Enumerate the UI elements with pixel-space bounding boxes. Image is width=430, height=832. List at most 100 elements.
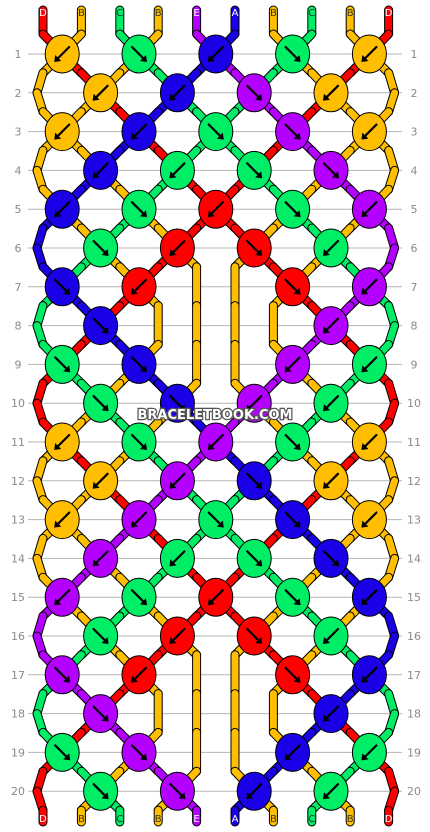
arrowhead-icon (323, 637, 330, 644)
arrow-down-right-icon (284, 511, 300, 527)
arrow-down-left-icon (362, 201, 378, 217)
arrowhead-icon (361, 132, 369, 140)
arrowhead-icon (169, 637, 177, 644)
arrow-down-right-icon (92, 317, 108, 333)
arrow-down-left-icon (170, 550, 186, 566)
arrowhead-icon (63, 287, 71, 295)
arrow-down-right-icon (207, 511, 223, 527)
arrowhead-icon (140, 443, 147, 450)
strand-label-bottom: A (232, 814, 239, 825)
arrowhead-icon (54, 443, 62, 450)
arrow-down-right-icon (246, 239, 262, 256)
arrowhead-icon (140, 55, 147, 62)
arrow-down-left-icon (170, 239, 186, 256)
arrowhead-icon (131, 520, 138, 528)
arrowhead-icon (323, 481, 330, 489)
strand-label-bottom: D (385, 814, 393, 825)
arrowhead-icon (323, 249, 330, 256)
row-label-right: 5 (411, 203, 418, 216)
row-label-right: 12 (407, 475, 421, 488)
arrowhead-icon (361, 210, 369, 218)
arrowhead-icon (255, 93, 263, 101)
row-label-left: 15 (11, 591, 25, 604)
strand-label-top: B (270, 8, 277, 19)
arrowhead-icon (207, 210, 215, 218)
arrow-down-right-icon (207, 123, 223, 139)
row-label-right: 11 (407, 436, 421, 449)
arrowhead-icon (101, 714, 109, 722)
arrowhead-icon (140, 365, 147, 373)
row-label-left: 3 (15, 126, 22, 139)
arrow-down-right-icon (284, 123, 300, 139)
strand-label-top: B (155, 8, 162, 19)
arrow-down-right-icon (246, 472, 262, 488)
arrowhead-icon (284, 365, 292, 373)
arrow-down-left-icon (170, 162, 186, 178)
row-label-left: 13 (11, 514, 25, 527)
arrowhead-icon (101, 326, 109, 334)
arrow-down-left-icon (55, 589, 71, 605)
arrow-down-left-icon (131, 123, 148, 139)
arrow-down-right-icon (92, 239, 108, 256)
arrow-down-left-icon (285, 356, 301, 372)
arrow-down-right-icon (246, 550, 262, 566)
row-label-left: 5 (15, 203, 22, 216)
strand-label-bottom: B (78, 814, 85, 825)
row-label-left: 6 (15, 242, 22, 255)
arrow-down-left-icon (323, 239, 340, 256)
arrow-down-left-icon (93, 162, 109, 178)
arrowhead-icon (293, 210, 301, 218)
strand-label-top: C (308, 8, 315, 19)
row-label-left: 17 (11, 669, 25, 682)
arrowhead-icon (255, 559, 263, 567)
arrowhead-icon (293, 598, 301, 606)
row-label-right: 17 (407, 669, 421, 682)
arrow-down-right-icon (92, 395, 108, 411)
row-label-right: 20 (407, 785, 421, 798)
arrow-down-left-icon (362, 433, 378, 450)
arrowhead-icon (101, 404, 109, 412)
arrowhead-icon (169, 171, 177, 179)
arrowhead-icon (323, 792, 330, 800)
arrowhead-icon (140, 210, 147, 218)
arrow-down-right-icon (92, 783, 108, 799)
strand-label-bottom: E (193, 814, 199, 825)
arrow-down-right-icon (284, 589, 300, 605)
arrow-down-left-icon (362, 278, 378, 294)
row-label-right: 9 (411, 358, 418, 371)
arrow-down-left-icon (323, 783, 340, 799)
row-label-right: 13 (407, 514, 421, 527)
arrowhead-icon (140, 598, 147, 606)
arrowhead-icon (169, 249, 177, 256)
arrow-down-right-icon (54, 356, 70, 372)
row-label-right: 1 (411, 48, 418, 61)
arrow-down-left-icon (93, 550, 109, 566)
arrow-down-right-icon (246, 162, 262, 178)
row-label-right: 15 (407, 591, 421, 604)
arrowhead-icon (92, 481, 100, 489)
arrowhead-icon (361, 55, 369, 62)
arrowhead-icon (178, 404, 186, 412)
arrowhead-icon (332, 559, 339, 567)
arrowhead-icon (54, 210, 62, 218)
arrowhead-icon (293, 520, 301, 528)
strand-label-top: B (78, 8, 85, 19)
arrow-down-left-icon (362, 45, 378, 62)
arrow-down-left-icon (362, 356, 378, 372)
arrow-down-left-icon (93, 472, 109, 488)
arrowhead-icon (255, 637, 263, 644)
arrow-down-left-icon (323, 627, 340, 644)
strand-label-top: D (39, 8, 47, 19)
arrowhead-icon (255, 481, 263, 489)
row-label-right: 8 (411, 320, 418, 333)
row-label-right: 4 (411, 164, 418, 177)
row-label-left: 19 (11, 746, 25, 759)
strand-label-top: A (232, 8, 239, 19)
arrow-down-left-icon (55, 201, 71, 217)
arrow-down-right-icon (54, 666, 70, 682)
row-label-left: 9 (15, 358, 22, 371)
row-label-left: 2 (15, 87, 22, 100)
arrowhead-icon (293, 132, 301, 140)
